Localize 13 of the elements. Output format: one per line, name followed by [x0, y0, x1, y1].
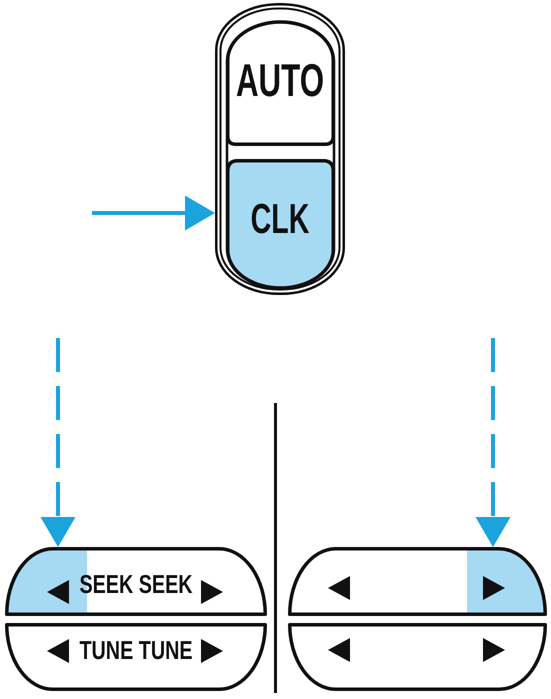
upper-switch-segment — [226, 22, 335, 146]
rocker-button — [5, 547, 267, 616]
arrow — [92, 196, 215, 230]
rocker-button — [288, 547, 547, 616]
button-label: AUTO — [236, 57, 324, 103]
lower-switch-segment — [226, 159, 335, 288]
dashed-arrow — [40, 338, 76, 547]
button-label: SEEK SEEK — [79, 571, 193, 597]
button-label: TUNE TUNE — [79, 637, 193, 663]
rocker-button — [5, 623, 267, 691]
dashed-arrow — [476, 338, 510, 547]
rocker-button — [288, 623, 547, 691]
button-label: CLK — [250, 198, 310, 240]
